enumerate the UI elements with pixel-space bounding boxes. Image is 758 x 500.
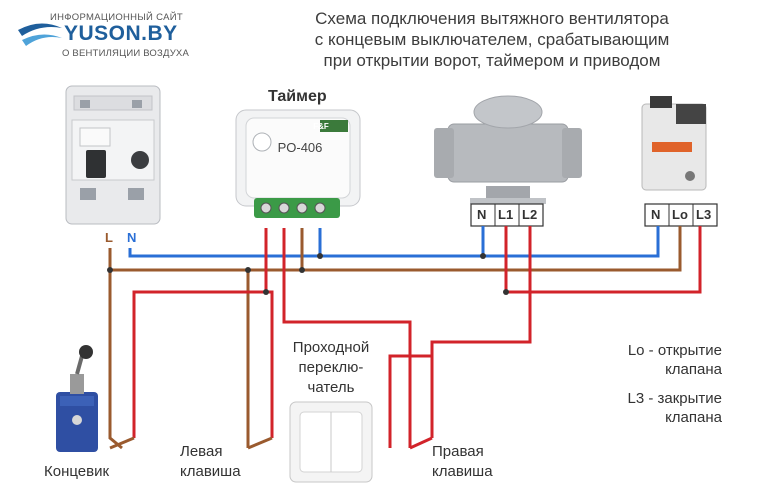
logo-swoosh-icon xyxy=(18,23,62,46)
actuator-terminal-lo: Lo xyxy=(672,207,688,222)
limit-switch-contact xyxy=(109,436,135,450)
left-key-contact xyxy=(247,436,273,450)
switch-label-line-1: Проходной xyxy=(292,339,370,356)
legend-l3: L3 - закрытие клапана xyxy=(582,389,722,427)
neutral-wire xyxy=(128,226,660,258)
pass-through-switch-label: Проходной переклю- чатель xyxy=(276,338,386,398)
logo-top-text: ИНФОРМАЦИОННЫЙ САЙТ xyxy=(50,12,183,23)
diagram-title: Схема подключения вытяжного вентилятора … xyxy=(262,8,722,71)
circuit-breaker-device xyxy=(65,85,161,225)
logo-bottom-text: О ВЕНТИЛЯЦИИ ВОЗДУХА xyxy=(62,48,190,59)
right-key-line-1: Правая xyxy=(432,443,484,460)
legend-l3-line-2: клапана xyxy=(665,409,722,426)
legend-lo: Lo - открытие клапана xyxy=(582,341,722,379)
right-key-contact xyxy=(409,436,433,450)
pass-through-switch-device xyxy=(289,401,373,483)
breaker-terminal-n: N xyxy=(127,230,137,245)
legend-l3-line-1: L3 - закрытие xyxy=(627,390,722,407)
right-key-label: Правая клавиша xyxy=(432,442,493,482)
actuator-terminal-l3: L3 xyxy=(696,207,712,222)
timer-brand-mark: F&F xyxy=(313,122,329,131)
left-key-label: Левая клавиша xyxy=(180,442,241,482)
timer-device xyxy=(235,109,361,218)
title-line-1: Схема подключения вытяжного вентилятора xyxy=(315,9,669,28)
title-line-3: при открытии ворот, таймером и приводом xyxy=(323,51,661,70)
fan-terminal-block xyxy=(470,203,544,227)
legend-lo-line-2: клапана xyxy=(665,361,722,378)
title-line-2: с концевым выключателем, срабатывающим xyxy=(314,30,670,49)
logo-brand: YUSON.BY xyxy=(64,22,178,45)
limit-switch-label: Концевик xyxy=(44,463,110,480)
switch-label-line-2: переклю- xyxy=(298,359,364,376)
actuator-terminal-block xyxy=(644,203,718,227)
legend-lo-line-1: Lo - открытие xyxy=(627,342,722,359)
timer-label: Таймер xyxy=(268,88,327,105)
switch-label-line-3: чатель xyxy=(307,379,355,396)
fan-terminal-l1: L1 xyxy=(498,207,514,222)
right-key-line-2: клавиша xyxy=(432,463,493,480)
actuator-terminal-n: N xyxy=(651,207,661,222)
fan-terminal-n: N xyxy=(477,207,487,222)
limit-switch-device xyxy=(56,345,98,452)
damper-actuator-device xyxy=(641,96,707,191)
duct-fan-device xyxy=(434,95,582,204)
left-key-line-1: Левая xyxy=(180,443,223,460)
fan-terminal-l2: L2 xyxy=(522,207,538,222)
wire-junctions xyxy=(107,253,509,295)
left-key-line-2: клавиша xyxy=(180,463,241,480)
breaker-terminal-l: L xyxy=(105,230,113,245)
switched-wire xyxy=(132,226,702,448)
timer-model: PO-406 xyxy=(278,140,323,155)
